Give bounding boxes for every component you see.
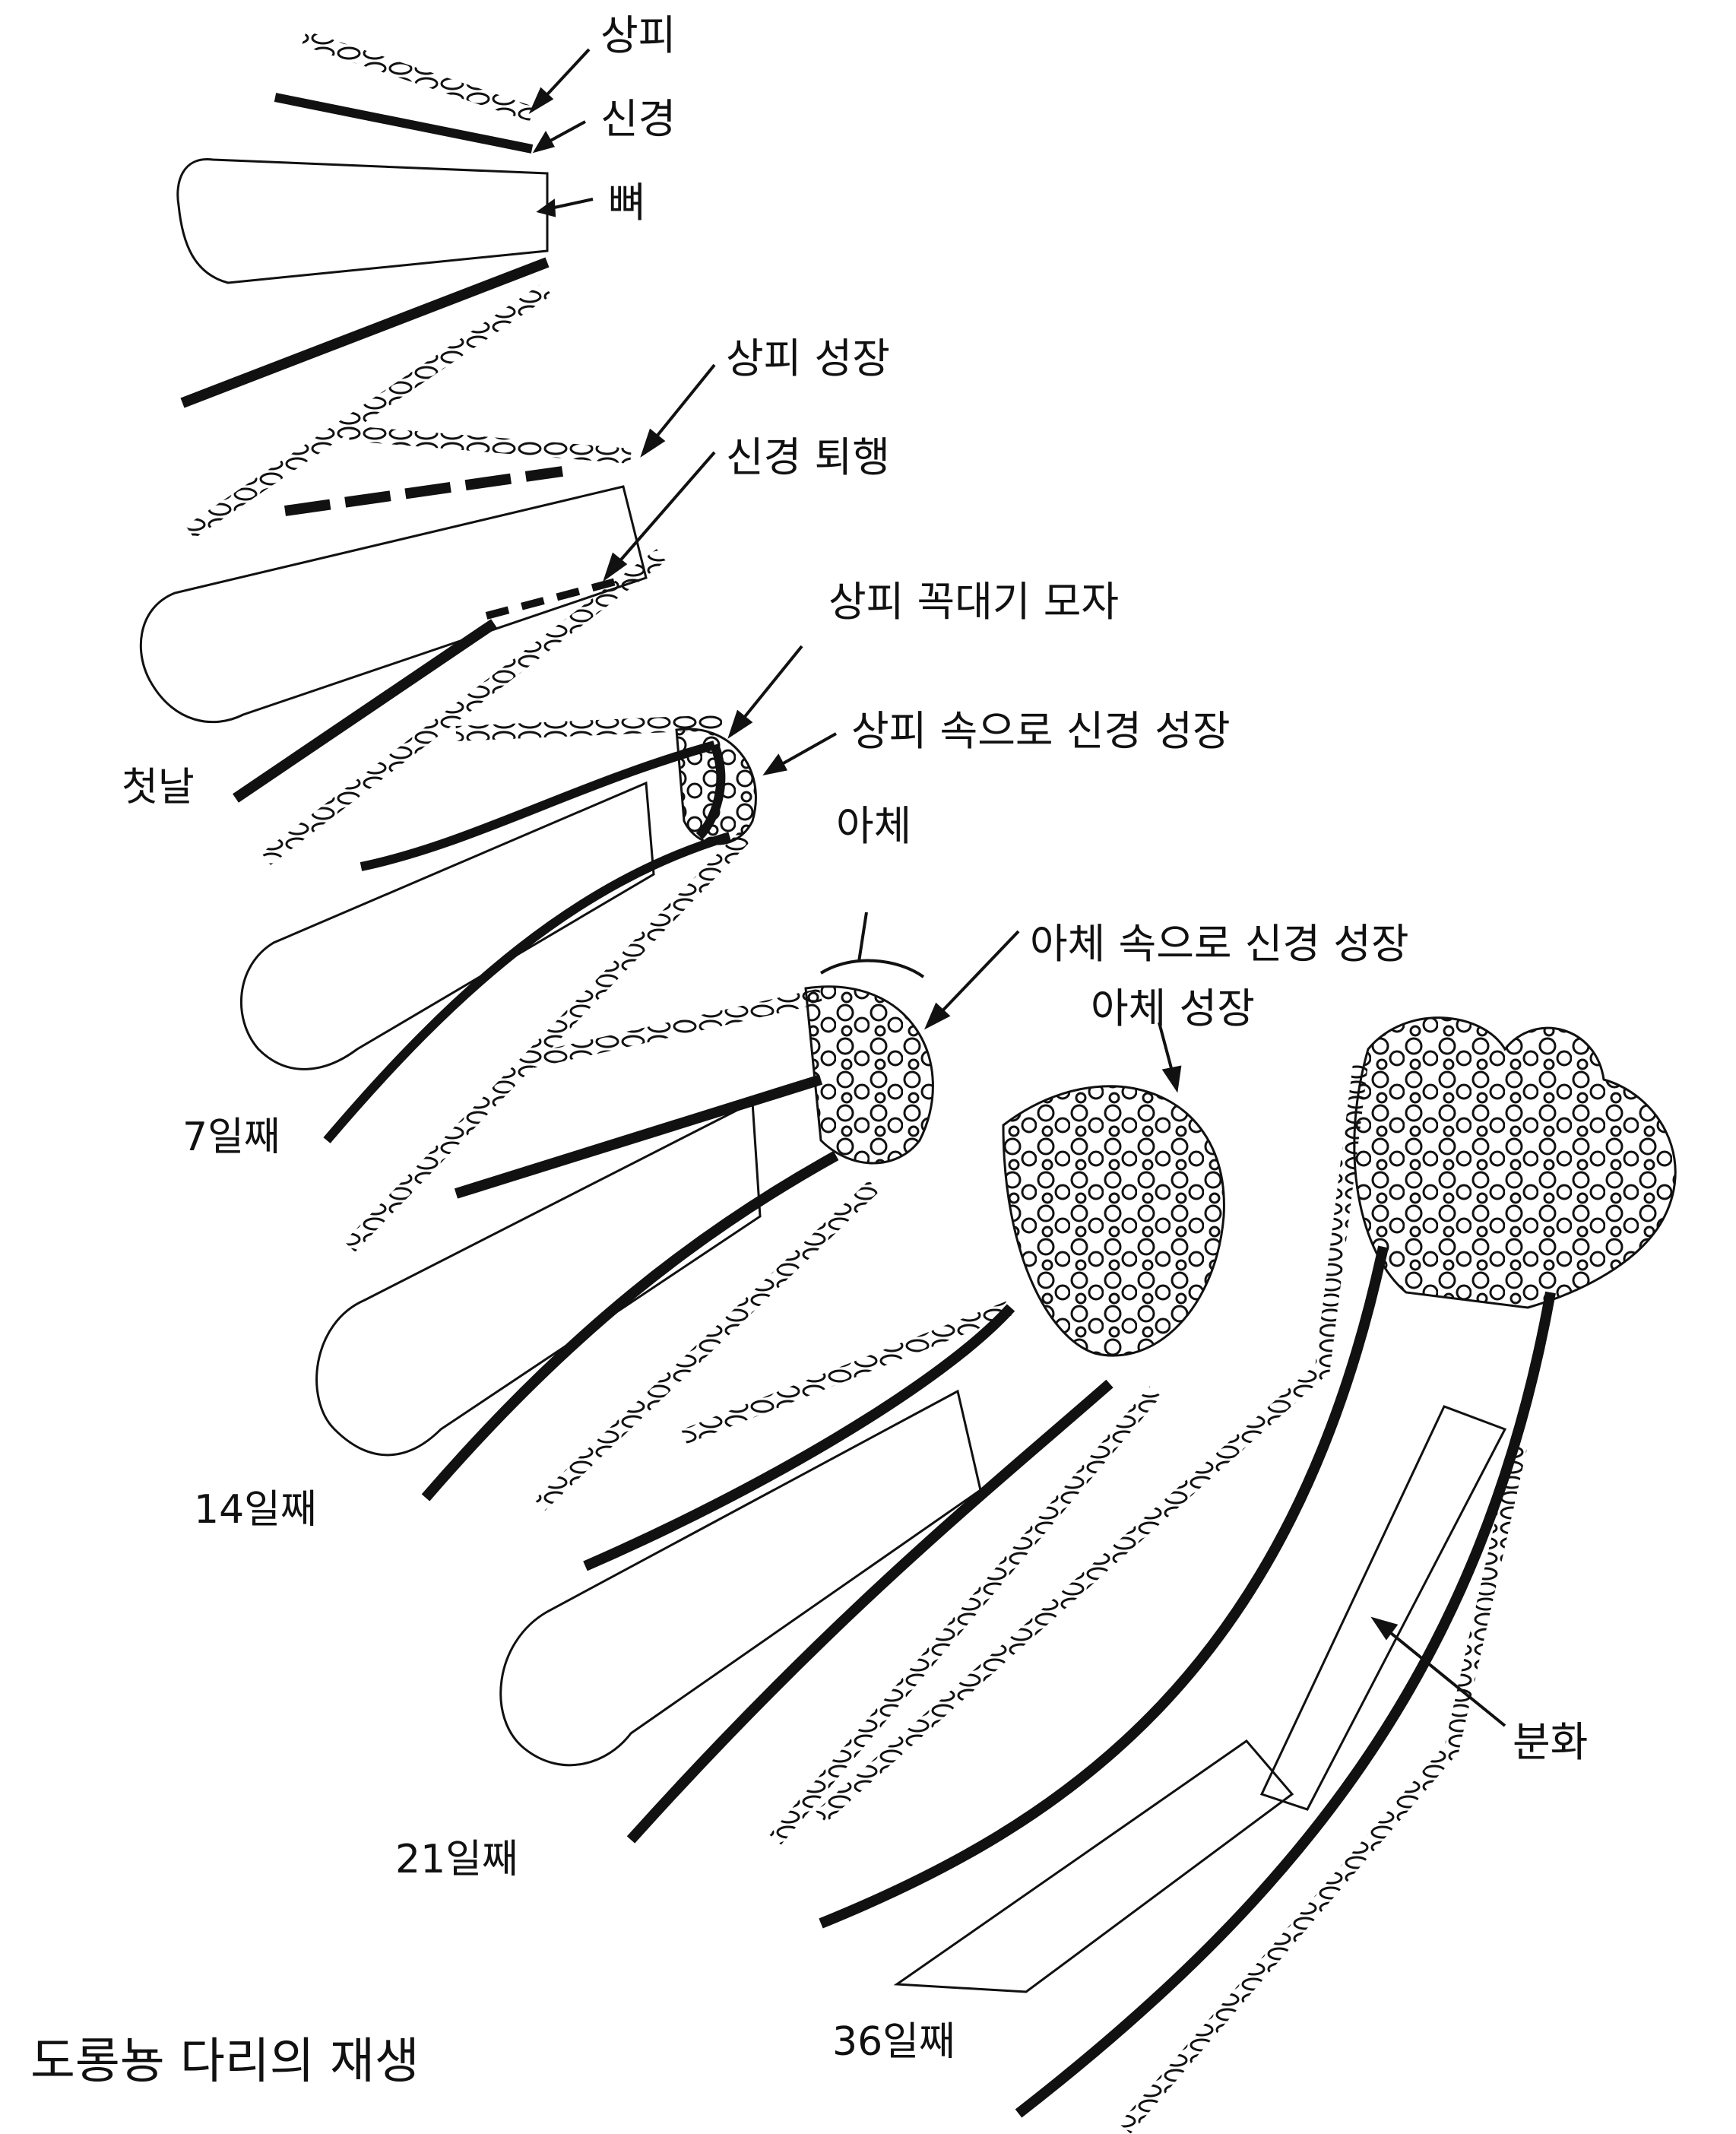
label-nerve: 신경 xyxy=(600,95,676,143)
bone-shape xyxy=(239,781,655,1070)
nerve-dashed-lower xyxy=(485,578,617,620)
epidermis-lower xyxy=(261,549,667,865)
bone-shape xyxy=(139,485,648,724)
label-nerve-regression: 신경 퇴행 xyxy=(726,433,890,481)
arrow-nerve-into-epidermis xyxy=(775,732,837,769)
nerve-lower xyxy=(180,257,550,408)
epidermis-lower xyxy=(185,282,552,539)
bone-shape xyxy=(315,1100,762,1457)
label-bone: 뼈 xyxy=(608,179,646,227)
bone-shape xyxy=(499,1389,982,1767)
label-nerve-into-epidermis: 상피 속으로 신경 성장 xyxy=(851,707,1231,755)
epidermis-lower xyxy=(1119,1442,1528,2134)
epidermis-upper xyxy=(455,715,723,741)
nerve-lower xyxy=(583,1304,1114,1844)
bone-shape xyxy=(176,158,549,284)
arrow-epidermis xyxy=(538,48,591,104)
label-blastema: 아체 xyxy=(836,802,912,850)
stage-label-day21: 21일째 xyxy=(395,1837,518,1882)
epidermis-upper xyxy=(816,1063,1368,1823)
hand-blob xyxy=(1353,1016,1677,1309)
stage-label-day36: 36일째 xyxy=(832,2019,955,2065)
nerve-lower xyxy=(233,619,497,803)
diagram-title: 도롱뇽 다리의 재생 xyxy=(30,2034,420,2090)
stage-label-day1: 첫날 xyxy=(122,765,195,810)
arrow-differentiation xyxy=(1382,1625,1506,1727)
stage-label-day14: 14일째 xyxy=(194,1487,317,1533)
epidermis-upper xyxy=(530,988,823,1068)
nerve-lower xyxy=(421,1074,839,1501)
nerve-upper xyxy=(274,93,534,154)
stage-day1b-limb xyxy=(139,426,667,865)
arrow-nerve-into-blastema xyxy=(933,930,1020,1020)
bone-shape xyxy=(893,1405,1507,1993)
label-epidermis: 상피 xyxy=(600,11,676,59)
label-epidermis-growth: 상피 성장 xyxy=(726,335,890,382)
epidermis-lower xyxy=(344,831,751,1252)
stage-day7-limb xyxy=(239,715,757,1252)
bracket-blastema xyxy=(819,912,925,978)
leader-arrows xyxy=(528,48,1506,1727)
label-nerve-into-blastema: 아체 속으로 신경 성장 xyxy=(1030,920,1409,968)
blastema xyxy=(804,985,934,1165)
arrow-epidermis-growth xyxy=(648,363,716,446)
blastema xyxy=(1002,1085,1225,1357)
label-differentiation: 분화 xyxy=(1513,1718,1589,1766)
stage-day21-limb xyxy=(499,1085,1225,1845)
stage-label-day7: 7일째 xyxy=(182,1115,280,1160)
nerve-branching xyxy=(323,740,731,1143)
epidermal-cap xyxy=(675,728,757,845)
stage-day36-limb xyxy=(816,1016,1677,2134)
stage-day1-limb xyxy=(176,30,552,539)
nerve-upper xyxy=(819,1245,1389,1929)
epidermis-lower xyxy=(534,1180,879,1511)
epidermis-upper xyxy=(681,1300,1014,1444)
stage-day14-limb xyxy=(315,985,934,1511)
label-blastema-growth: 아체 성장 xyxy=(1091,985,1255,1032)
arrow-epidermal-cap xyxy=(736,645,803,728)
epidermis-upper xyxy=(349,426,632,464)
nerve-dashed xyxy=(284,466,563,516)
label-epidermal-cap: 상피 꼭대기 모자 xyxy=(828,578,1120,626)
epidermis-upper xyxy=(301,30,535,122)
arrow-nerve-regression xyxy=(610,451,716,572)
epidermis-lower xyxy=(769,1386,1161,1845)
